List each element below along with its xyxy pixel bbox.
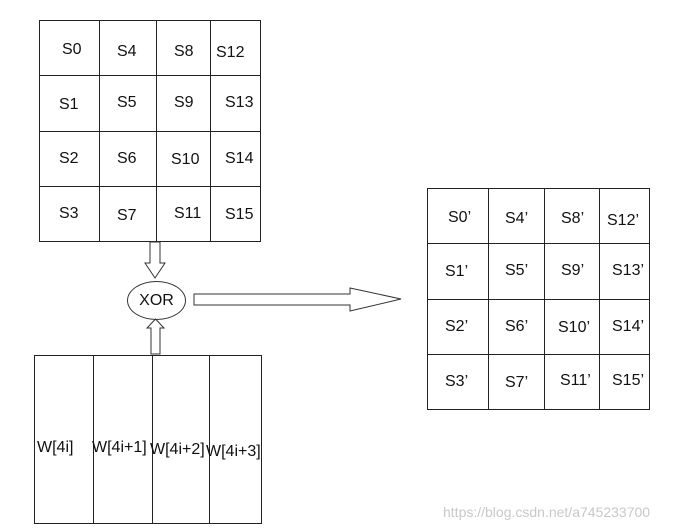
result-cell-s1: S1’ [445, 263, 469, 280]
result-cell-s12: S12’ [607, 212, 640, 229]
state-cell-s12: S12 [216, 44, 245, 61]
result-cell-s5: S5’ [505, 262, 529, 279]
key-word-0: W[4i] [37, 439, 74, 456]
key-word-2: W[4i+2] [150, 441, 205, 458]
state-cell-s1: S1 [59, 96, 79, 113]
key-divider [93, 356, 94, 523]
state-cell-s9: S9 [174, 94, 194, 111]
result-cell-s14: S14’ [612, 318, 645, 335]
state-cell-s8: S8 [174, 43, 194, 60]
result-cell-s4: S4’ [505, 210, 529, 227]
state-cell-s10: S10 [171, 151, 200, 168]
result-cell-s10: S10’ [558, 319, 591, 336]
state-cell-s6: S6 [117, 150, 137, 167]
grid-divider [40, 75, 260, 76]
right-arrow-icon [193, 287, 402, 312]
result-cell-s15: S15’ [612, 372, 645, 389]
state-cell-s15: S15 [225, 206, 254, 223]
key-divider [209, 356, 210, 523]
up-arrow-icon [145, 318, 166, 355]
watermark-text: https://blog.csdn.net/a745233700 [443, 504, 651, 520]
state-cell-s5: S5 [117, 94, 137, 111]
down-arrow-icon [144, 241, 166, 279]
grid-divider [40, 186, 260, 187]
state-matrix: S0 S4 S8 S12 S1 S5 S9 S13 S2 S6 S10 S14 … [39, 20, 261, 242]
state-cell-s4: S4 [117, 43, 137, 60]
key-word-1: W[4i+1] [92, 439, 147, 456]
state-cell-s7: S7 [117, 207, 137, 224]
state-cell-s13: S13 [225, 94, 254, 111]
result-cell-s3: S3’ [445, 373, 469, 390]
result-cell-s9: S9’ [561, 262, 585, 279]
state-cell-s14: S14 [225, 150, 254, 167]
round-key-block: W[4i] W[4i+1] W[4i+2] W[4i+3] [34, 355, 262, 524]
grid-divider [428, 243, 649, 244]
result-cell-s2: S2’ [445, 318, 469, 335]
result-cell-s13: S13’ [612, 262, 645, 279]
state-cell-s0: S0 [62, 41, 82, 58]
key-divider [152, 356, 153, 523]
xor-label: XOR [139, 291, 174, 309]
result-cell-s0: S0’ [448, 209, 472, 226]
result-cell-s11: S11’ [560, 372, 591, 389]
state-cell-s3: S3 [59, 205, 79, 222]
result-cell-s6: S6’ [505, 318, 529, 335]
result-cell-s7: S7’ [505, 374, 529, 391]
grid-divider [428, 299, 649, 300]
state-cell-s11: S11 [174, 205, 202, 222]
grid-divider [40, 131, 260, 132]
grid-divider [428, 354, 649, 355]
xor-node: XOR [127, 281, 186, 320]
state-cell-s2: S2 [59, 150, 79, 167]
result-matrix: S0’ S4’ S8’ S12’ S1’ S5’ S9’ S13’ S2’ S6… [427, 188, 650, 410]
result-cell-s8: S8’ [561, 210, 585, 227]
key-word-3: W[4i+3] [206, 443, 261, 460]
